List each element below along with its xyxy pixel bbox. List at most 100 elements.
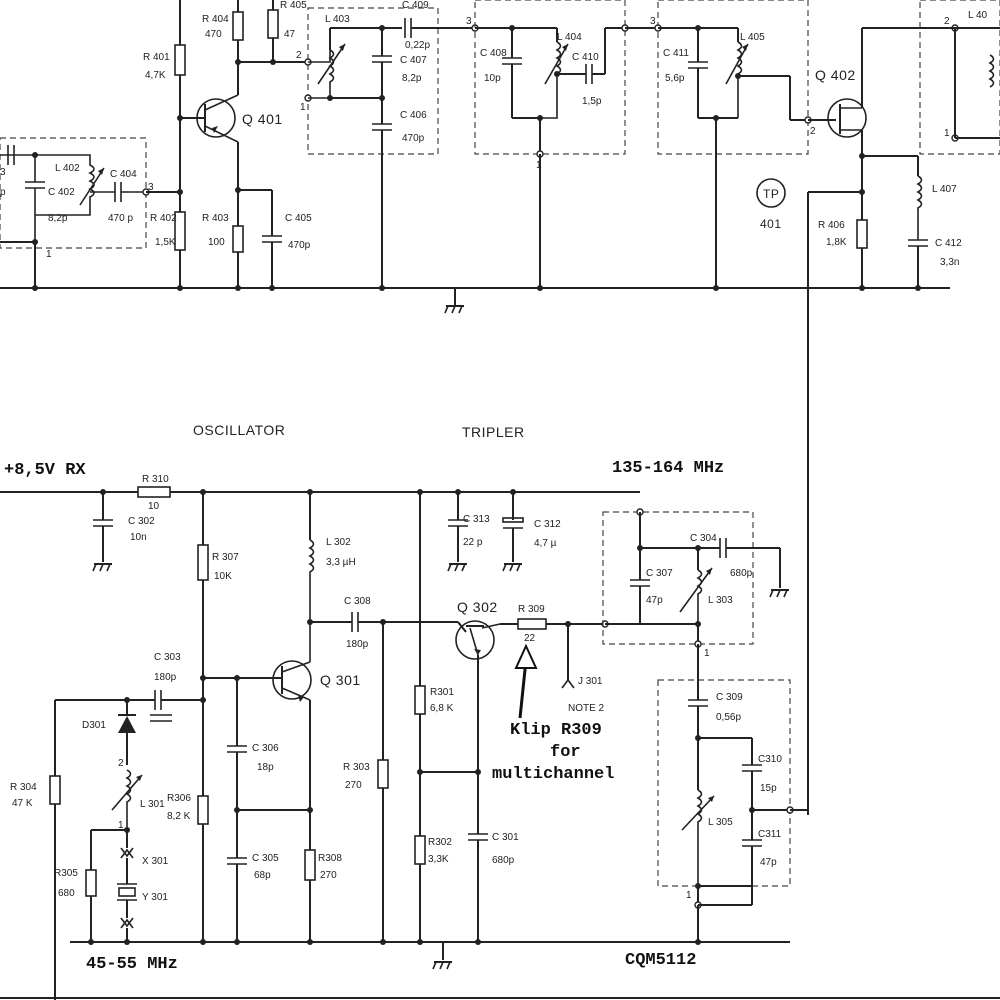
pin-label: 3	[148, 182, 154, 193]
c308-ref: C 308	[344, 596, 371, 607]
l403-ref: L 403	[325, 14, 350, 25]
c303-val: 180p	[154, 672, 177, 683]
c407-ref: C 407	[400, 55, 427, 66]
c307-ref: C 307	[646, 568, 673, 579]
pin-label: 1	[944, 128, 950, 139]
c407-val: 8,2p	[402, 73, 422, 84]
l407-ref: L 407	[932, 184, 957, 195]
r402-ref: R 402	[150, 213, 177, 224]
q301-transistor	[272, 660, 312, 700]
r307-ref: R 307	[212, 552, 239, 563]
tp-label: TP	[763, 187, 779, 201]
c408-val: 10p	[484, 73, 501, 84]
pin-label: 1	[536, 160, 542, 171]
r406-ref: R 406	[818, 220, 845, 231]
c406-val: 470p	[402, 133, 425, 144]
c409-ref: C 409	[402, 0, 429, 11]
partial-val: p	[0, 187, 6, 198]
q301-ref: Q 301	[320, 672, 361, 688]
l302-val: 3,3 µH	[326, 557, 356, 568]
r308-val: 270	[320, 870, 337, 881]
r310-val: 10	[148, 501, 160, 512]
l405-box	[657, 0, 809, 155]
l403-box	[307, 7, 439, 155]
freq-xtal-label: 45-55 MHz	[86, 955, 178, 974]
l303-box	[602, 511, 754, 645]
pin-label: 2	[810, 126, 816, 137]
note-line-2: for	[550, 743, 581, 762]
l404-box	[474, 0, 626, 155]
c311-val: 47p	[760, 857, 777, 868]
q302-ref: Q 302	[457, 599, 498, 615]
pin-label: 1	[46, 249, 52, 260]
l303-ref: L 303	[708, 595, 733, 606]
c402-ref: C 402	[48, 187, 75, 198]
test-point-tp401	[756, 178, 786, 208]
c313-ref: C 313	[463, 514, 490, 525]
r401-val: 4,7K	[145, 70, 166, 81]
q401-ref: Q 401	[242, 111, 283, 127]
l405-ref: L 405	[740, 32, 765, 43]
pin-label: 3	[650, 16, 656, 27]
pin-label: 1	[118, 820, 124, 831]
c313-val: 22 p	[463, 537, 483, 548]
l404-ref: L 404	[557, 32, 582, 43]
r403-ref: R 403	[202, 213, 229, 224]
c310-ref: C310	[758, 754, 782, 765]
c405-ref: C 405	[285, 213, 312, 224]
c404-val: 470 p	[108, 213, 133, 224]
r310-ref: R 310	[142, 474, 169, 485]
c411-val: 5,6p	[665, 73, 685, 84]
l302-ref: L 302	[326, 537, 351, 548]
r306-ref: R306	[167, 793, 191, 804]
c302-val: 10n	[130, 532, 147, 543]
r401-ref: R 401	[143, 52, 170, 63]
r302-val: 3,3K	[428, 854, 449, 865]
r402-val: 1,5K	[155, 237, 176, 248]
c406-ref: C 406	[400, 110, 427, 121]
c312-val: 4,7 µ	[534, 538, 557, 549]
c306-val: 18p	[257, 762, 274, 773]
c311-ref: C311	[758, 829, 782, 840]
c305-val: 68p	[254, 870, 271, 881]
c408-ref: C 408	[480, 48, 507, 59]
c402-val: 8,2p	[48, 213, 68, 224]
oscillator-title: OSCILLATOR	[193, 422, 285, 438]
l305-ref: L 305	[708, 817, 733, 828]
c304-ref: C 304	[690, 533, 717, 544]
l402-ref: L 402	[55, 163, 80, 174]
c309-ref: C 309	[716, 692, 743, 703]
r304-ref: R 304	[10, 782, 37, 793]
c410-val: 1,5p	[582, 96, 602, 107]
c411-ref: C 411	[663, 48, 689, 59]
pin-label: 1	[704, 648, 710, 659]
r301-val: 6,8 K	[430, 703, 454, 714]
c301-val: 680p	[492, 855, 515, 866]
r305-ref: R305	[54, 868, 78, 879]
r306-val: 8,2 K	[167, 811, 191, 822]
pin-label: 1	[300, 102, 306, 113]
r405-ref: R 405	[280, 0, 307, 11]
l301-ref: L 301	[140, 799, 165, 810]
note-line-1: Klip R309	[510, 721, 602, 740]
y301-ref: Y 301	[142, 892, 168, 903]
bottom-stage	[0, 486, 1000, 1000]
d301-ref: D301	[82, 720, 106, 731]
c409-val: 0,22p	[405, 40, 430, 51]
r309-val: 22	[524, 633, 536, 644]
annotation-arrow	[514, 643, 538, 669]
r307-val: 10K	[214, 571, 232, 582]
r405-val: 47	[284, 29, 296, 40]
c304-val: 680p	[730, 568, 753, 579]
supply-label: +8,5V RX	[4, 461, 86, 480]
pin-label: 2	[944, 16, 950, 27]
r406-val: 1,8K	[826, 237, 847, 248]
l40-partial: L 40	[968, 10, 988, 21]
q302-transistor	[455, 620, 495, 660]
top-stage	[0, 0, 1000, 815]
q402-ref: Q 402	[815, 67, 856, 83]
q401-transistor	[196, 98, 236, 138]
tp-number: 401	[760, 217, 782, 231]
r404-val: 470	[205, 29, 222, 40]
